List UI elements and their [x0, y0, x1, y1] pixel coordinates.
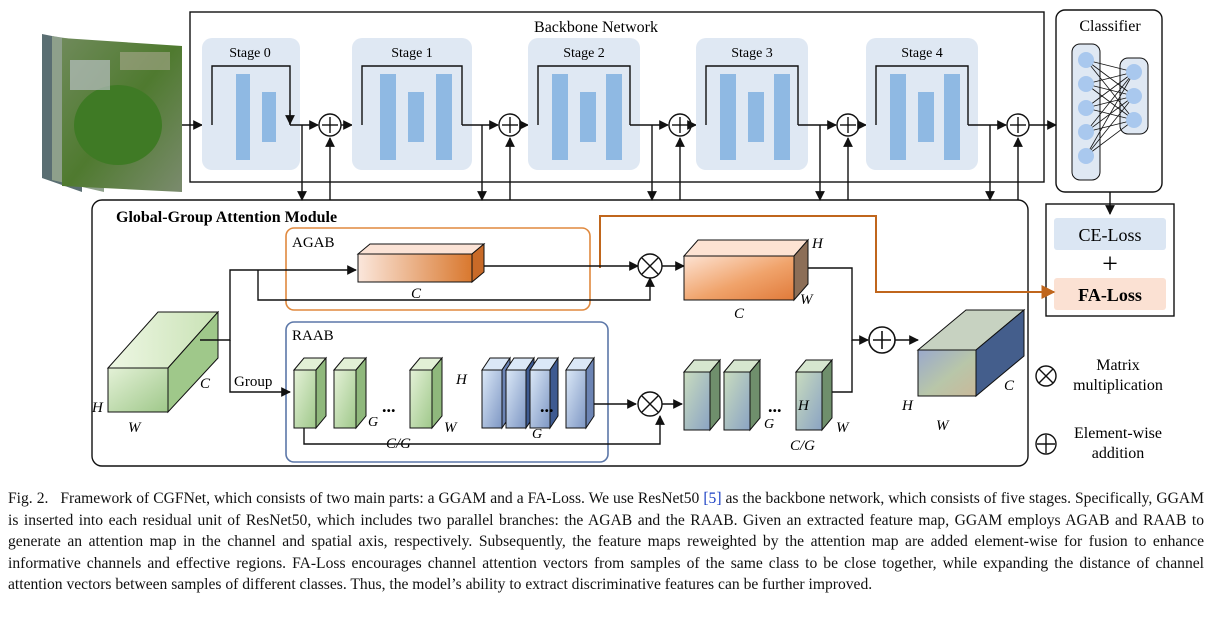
output-dim-h: H — [901, 398, 914, 414]
matrix-multiplication-icon — [1035, 365, 1057, 387]
input-dim-c: C — [200, 376, 211, 392]
input-aerial-image — [42, 34, 182, 192]
ggam-title: Global-Group Attention Module — [116, 209, 337, 226]
ggam-box — [91, 199, 1029, 467]
caption-reference-link[interactable]: [5] — [703, 490, 722, 507]
add-node-0 — [318, 113, 342, 137]
raab-out-dim-w: W — [836, 420, 850, 436]
raab-out-dim-h: H — [797, 398, 810, 414]
input-dim-w: W — [128, 420, 142, 436]
agab-label: AGAB — [292, 235, 335, 251]
ce-loss-label: CE-Loss — [1079, 225, 1142, 245]
figure-svg: Backbone Network Stage 0 Stage 1 Stage 2 — [42, 9, 1175, 467]
raab-dim-g-1: G — [368, 415, 378, 430]
legend-matrix-line1: Matrix — [1096, 357, 1140, 374]
raab-out-dim-cg: C/G — [790, 438, 815, 454]
loss-box: CE-Loss + FA-Loss — [1045, 203, 1175, 317]
backbone-title: Backbone Network — [534, 19, 658, 36]
fa-loss-label: FA-Loss — [1078, 285, 1142, 305]
classifier-box: Classifier — [1055, 9, 1163, 193]
raab-out-dots: ... — [768, 396, 782, 416]
raab-dots-2: ... — [540, 396, 554, 416]
output-dim-w: W — [936, 418, 950, 434]
stage-1-label: Stage 1 — [391, 46, 433, 61]
agab-out-dim-w: W — [800, 292, 814, 308]
input-feature-cube — [106, 310, 220, 414]
framework-figure: Backbone Network Stage 0 Stage 1 Stage 2 — [42, 9, 1175, 467]
agab-dim-c: C — [411, 286, 422, 302]
matmul-node-raab — [637, 391, 663, 417]
legend-element-line2: addition — [1092, 445, 1144, 462]
legend-element-line1: Element-wise — [1074, 425, 1162, 442]
caption-label: Fig. 2. — [8, 490, 49, 507]
raab-label: RAAB — [292, 328, 334, 344]
stage-2-label: Stage 2 — [563, 46, 605, 61]
output-feature-cube — [916, 308, 1026, 398]
stage-4: Stage 4 — [866, 38, 978, 170]
ggam-connections — [297, 125, 1023, 201]
raab-out-dim-g: G — [764, 417, 774, 432]
stage-0-label: Stage 0 — [229, 46, 271, 61]
fa-loss-arrow — [599, 215, 1056, 299]
raab-output-slices — [682, 358, 834, 432]
stage-4-label: Stage 4 — [901, 46, 943, 61]
add-node-3 — [836, 113, 860, 137]
agab-vector — [356, 242, 486, 284]
add-node-4 — [1006, 113, 1030, 137]
classifier-title: Classifier — [1079, 18, 1141, 35]
agab-output-cube — [682, 238, 810, 302]
matmul-node-agab — [637, 253, 663, 279]
output-dim-c: C — [1004, 378, 1015, 394]
legend: Matrix multiplication Element-wise addit… — [1035, 357, 1163, 462]
add-node-ggam — [868, 326, 896, 354]
agab-box — [285, 227, 591, 311]
raab-dots-1: ... — [382, 396, 396, 416]
stage-0: Stage 0 — [202, 38, 300, 170]
stage-3-label: Stage 3 — [731, 46, 773, 61]
caption-text-continued: as the backbone network, which consists … — [8, 490, 1204, 593]
stage-3: Stage 3 — [696, 38, 808, 170]
raab-attention-maps — [481, 356, 595, 430]
add-node-1 — [498, 113, 522, 137]
agab-out-dim-h: H — [811, 236, 824, 252]
raab-group-slices — [292, 356, 444, 430]
legend-matrix-line2: multiplication — [1073, 377, 1163, 394]
stage-1: Stage 1 — [352, 38, 472, 170]
caption-text: Framework of CGFNet, which consists of t… — [60, 490, 704, 507]
raab-dim-h-1: H — [455, 372, 468, 388]
backbone-box — [189, 11, 1045, 183]
element-wise-addition-icon — [1035, 433, 1057, 455]
input-dim-h: H — [91, 400, 104, 416]
loss-plus: + — [1102, 249, 1118, 280]
add-node-2 — [668, 113, 692, 137]
raab-dim-w-1: W — [444, 420, 458, 436]
group-label: Group — [234, 374, 272, 390]
agab-out-dim-c: C — [734, 306, 745, 322]
figure-caption: Fig. 2. Framework of CGFNet, which consi… — [8, 488, 1204, 596]
raab-dim-g-2: G — [532, 427, 542, 442]
stage-2: Stage 2 — [528, 38, 640, 170]
